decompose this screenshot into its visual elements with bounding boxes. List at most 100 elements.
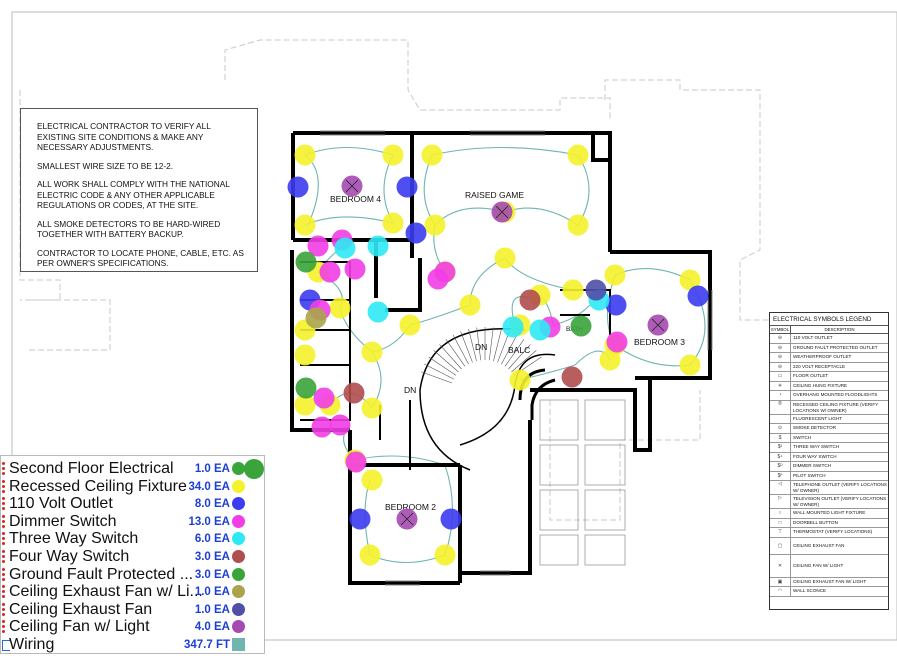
- dimmer-marker[interactable]: [329, 414, 351, 436]
- dimmer-marker[interactable]: [307, 235, 329, 257]
- outlet-marker[interactable]: [687, 285, 709, 307]
- recessed-marker[interactable]: [382, 144, 404, 166]
- recessed-marker[interactable]: [294, 344, 316, 366]
- recessed-marker[interactable]: [294, 394, 316, 416]
- recessed-marker[interactable]: [399, 314, 421, 336]
- color-swatch[interactable]: [232, 479, 245, 493]
- takeoff-row[interactable]: Ground Fault Protected ...3.0 EA: [1, 566, 266, 584]
- dimmer-marker[interactable]: [311, 416, 333, 438]
- recessed-marker[interactable]: [294, 144, 316, 166]
- outlet-marker[interactable]: [440, 508, 462, 530]
- takeoff-row[interactable]: Ceiling Exhaust Fan w/ Li...1.0 EA: [1, 583, 266, 601]
- sheet-border: [11, 11, 897, 641]
- recessed-marker[interactable]: [459, 294, 481, 316]
- stair-tread: [508, 344, 531, 370]
- drag-handle-icon: [2, 555, 5, 558]
- three-way-marker[interactable]: [367, 301, 389, 323]
- recessed-marker[interactable]: [424, 214, 446, 236]
- gfci-marker[interactable]: [570, 315, 592, 337]
- recessed-marker[interactable]: [294, 214, 316, 236]
- recessed-marker[interactable]: [509, 369, 531, 391]
- outlet-marker[interactable]: [287, 176, 309, 198]
- color-swatch[interactable]: [244, 459, 264, 479]
- gfci-marker[interactable]: [295, 251, 317, 273]
- color-swatch[interactable]: [232, 550, 245, 563]
- recessed-marker[interactable]: [361, 469, 383, 491]
- color-swatch[interactable]: [232, 514, 245, 528]
- color-swatch[interactable]: [232, 462, 245, 475]
- three-way-marker[interactable]: [367, 235, 389, 257]
- legend-row: ✕CEILING FAN W/ LIGHT: [770, 554, 888, 578]
- fixture-markers[interactable]: [287, 144, 709, 566]
- four-way-marker[interactable]: [561, 366, 583, 388]
- three-way-marker[interactable]: [502, 316, 524, 338]
- drag-handle-icon: [2, 479, 5, 483]
- outlet-marker[interactable]: [605, 294, 627, 316]
- dimmer-marker[interactable]: [313, 387, 335, 409]
- recessed-marker[interactable]: [382, 212, 404, 234]
- drag-handle-icon: [2, 602, 5, 606]
- legend-symbol-icon: ⊖: [770, 334, 791, 343]
- recessed-marker[interactable]: [567, 214, 589, 236]
- fan-light-exhaust-marker[interactable]: [305, 307, 327, 329]
- note-2: SMALLEST WIRE SIZE TO BE 12-2.: [37, 160, 174, 171]
- gfci-marker[interactable]: [295, 377, 317, 399]
- outlet-marker[interactable]: [349, 508, 371, 530]
- recessed-marker[interactable]: [421, 144, 443, 166]
- dimmer-marker[interactable]: [345, 451, 367, 473]
- fan-symbol: [495, 205, 509, 219]
- recessed-marker[interactable]: [361, 341, 383, 363]
- dimmer-marker[interactable]: [344, 258, 366, 280]
- color-swatch[interactable]: [232, 567, 245, 581]
- color-swatch[interactable]: [232, 638, 245, 651]
- color-swatch[interactable]: [232, 585, 245, 599]
- outlet-marker[interactable]: [405, 222, 427, 244]
- color-swatch[interactable]: [232, 620, 245, 634]
- recessed-marker[interactable]: [434, 544, 456, 566]
- recessed-marker[interactable]: [567, 144, 589, 166]
- color-swatch[interactable]: [232, 532, 245, 546]
- recessed-marker[interactable]: [679, 269, 701, 291]
- legend-title: ELECTRICAL SYMBOLS LEGEND: [770, 313, 888, 326]
- legend-row: ▭FLOOR OUTLET: [770, 372, 888, 382]
- exhaust-fan-marker[interactable]: [585, 279, 607, 301]
- dimmer-marker[interactable]: [319, 261, 341, 283]
- dimmer-marker[interactable]: [606, 331, 628, 353]
- recessed-marker[interactable]: [679, 354, 701, 376]
- wiring-icon: [2, 640, 10, 651]
- recessed-marker[interactable]: [562, 279, 584, 301]
- recessed-marker[interactable]: [494, 247, 516, 269]
- legend-row: ⊖220 VOLT RECEPTACLE: [770, 362, 888, 372]
- recessed-marker[interactable]: [329, 297, 351, 319]
- dimmer-marker[interactable]: [427, 268, 449, 290]
- legend-description: CEILING FAN W/ LIGHT: [793, 562, 844, 568]
- takeoff-quantity: 3.0 EA: [194, 568, 230, 581]
- color-swatch[interactable]: [232, 497, 245, 511]
- four-way-marker[interactable]: [343, 382, 365, 404]
- outlet-marker[interactable]: [396, 176, 418, 198]
- color-swatch[interactable]: [232, 602, 245, 616]
- recessed-marker[interactable]: [359, 544, 381, 566]
- three-way-marker[interactable]: [529, 319, 551, 341]
- legend-row: ◔OVERHANG MOUNTED FLOODLIGHTS: [770, 391, 888, 401]
- three-way-marker[interactable]: [334, 237, 356, 259]
- drag-handle-icon: [2, 542, 5, 546]
- recessed-marker[interactable]: [604, 264, 626, 286]
- legend-symbol-icon: ⊖: [770, 353, 791, 362]
- four-way-marker[interactable]: [519, 289, 541, 311]
- recessed-marker[interactable]: [599, 349, 621, 371]
- recessed-marker[interactable]: [361, 397, 383, 419]
- garage-doors: [539, 399, 626, 566]
